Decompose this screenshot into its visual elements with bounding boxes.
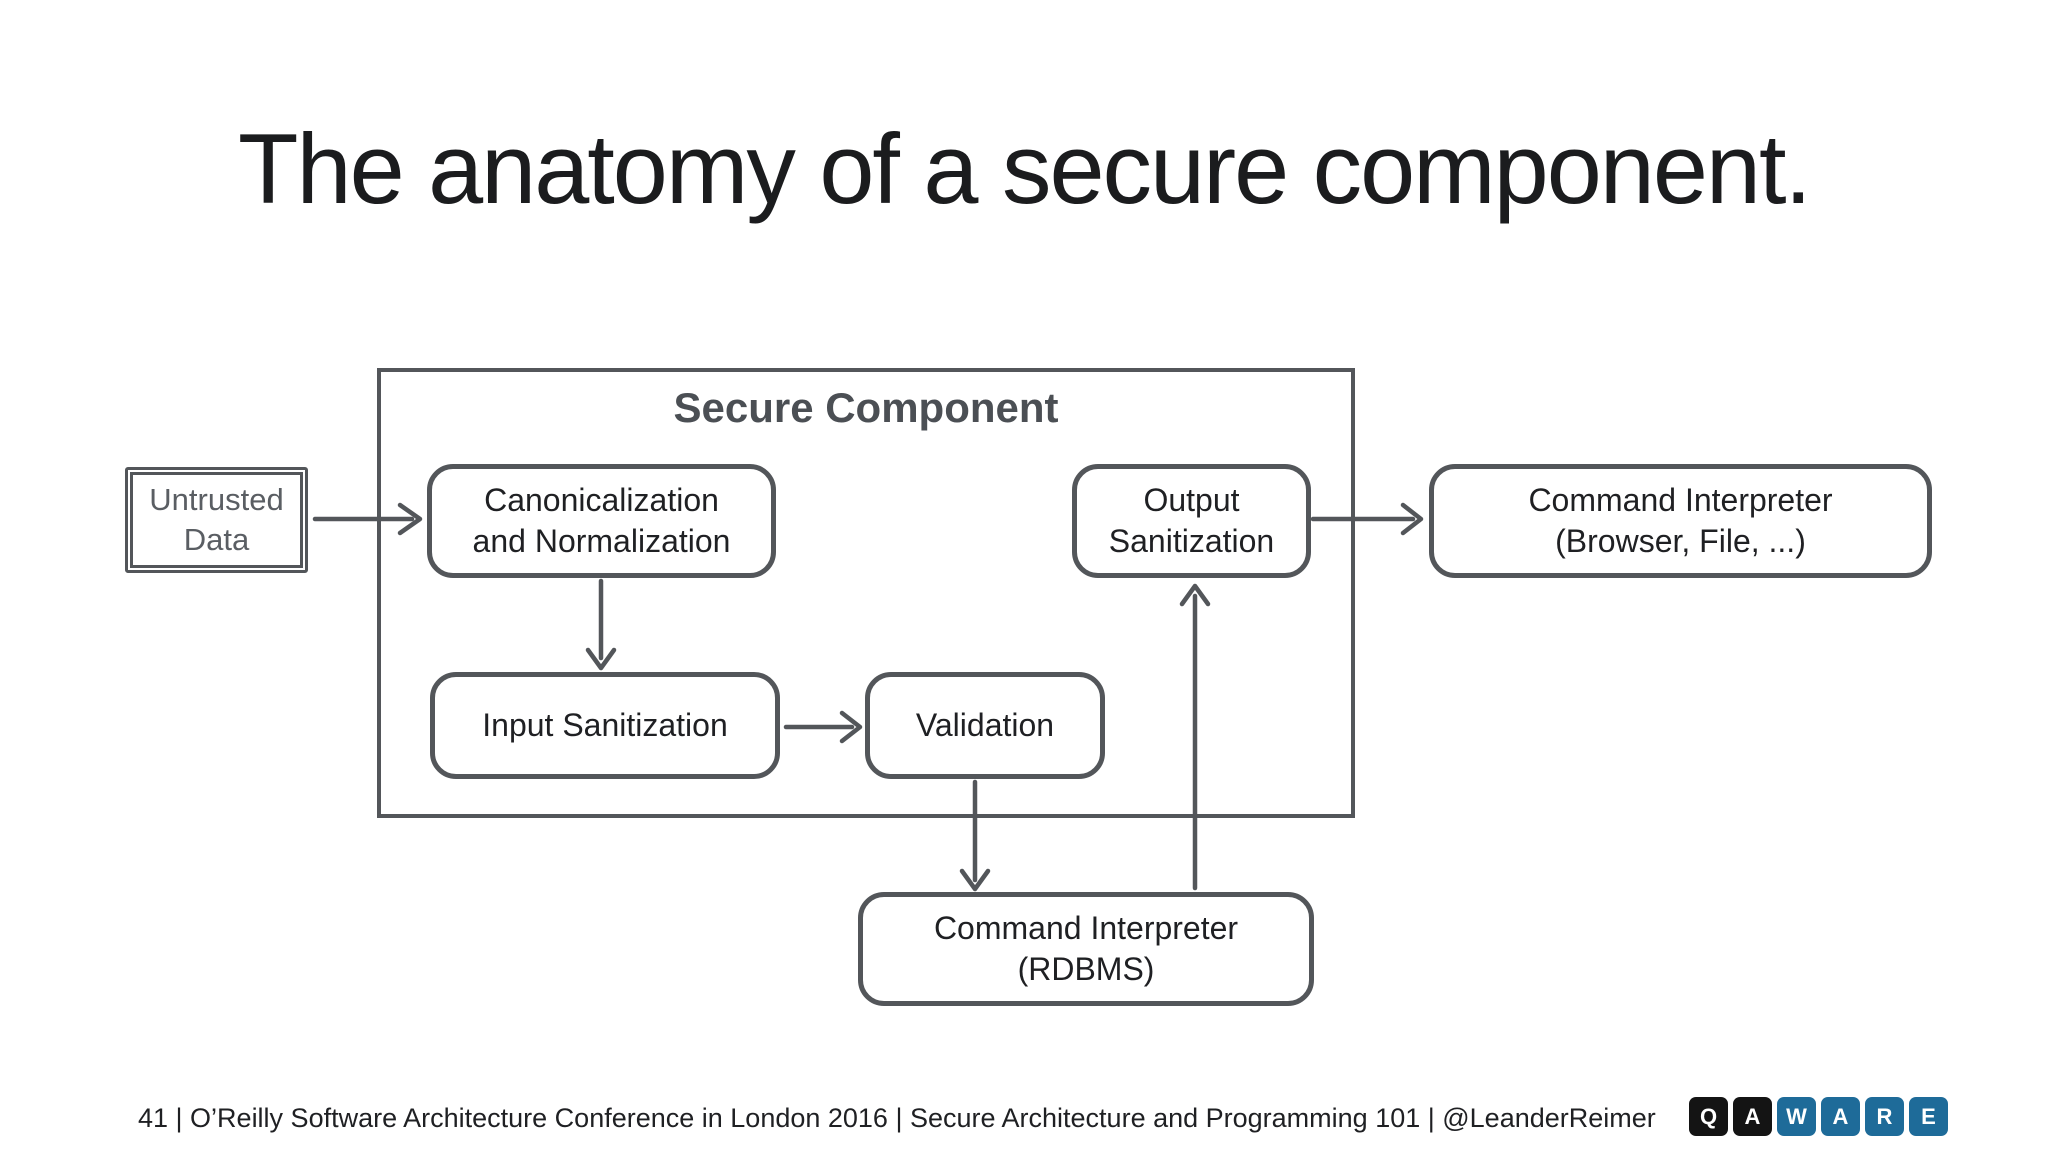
command-interpreter-external-line1: Command Interpreter (1528, 482, 1833, 519)
logo-tile-w: W (1777, 1097, 1816, 1136)
untrusted-data-line2: Data (183, 522, 250, 557)
canonicalization-line1: Canonicalization (484, 482, 719, 519)
output-sanitization-box: Output Sanitization (1072, 464, 1311, 578)
input-sanitization-box: Input Sanitization (430, 672, 780, 779)
canonicalization-line2: and Normalization (472, 523, 731, 559)
untrusted-data-line1: Untrusted (149, 482, 284, 518)
footer-text: 41 | O’Reilly Software Architecture Conf… (138, 1103, 1656, 1133)
logo-tile-e: E (1909, 1097, 1948, 1136)
logo-tile-r: R (1865, 1097, 1904, 1136)
output-sanitization-line2: Sanitization (1108, 523, 1275, 559)
logo-tile-a: A (1733, 1097, 1772, 1136)
canonicalization-box: Canonicalization and Normalization (427, 464, 776, 578)
secure-component-container (377, 368, 1355, 818)
slide-title: The anatomy of a secure component. (238, 113, 1812, 224)
input-sanitization-label: Input Sanitization (482, 707, 728, 744)
command-interpreter-rdbms-box: Command Interpreter (RDBMS) (858, 892, 1314, 1006)
untrusted-data-box: Untrusted Data (125, 467, 308, 573)
secure-component-label: Secure Component (673, 384, 1059, 431)
command-interpreter-external-box: Command Interpreter (Browser, File, ...) (1429, 464, 1932, 578)
output-sanitization-line1: Output (1143, 482, 1240, 519)
logo-tile-a: A (1821, 1097, 1860, 1136)
command-interpreter-rdbms-line2: (RDBMS) (1017, 951, 1155, 987)
validation-label: Validation (915, 707, 1055, 744)
command-interpreter-rdbms-line1: Command Interpreter (933, 910, 1239, 947)
logo-tile-q: Q (1689, 1097, 1728, 1136)
validation-box: Validation (865, 672, 1105, 779)
command-interpreter-external-line2: (Browser, File, ...) (1555, 523, 1806, 559)
